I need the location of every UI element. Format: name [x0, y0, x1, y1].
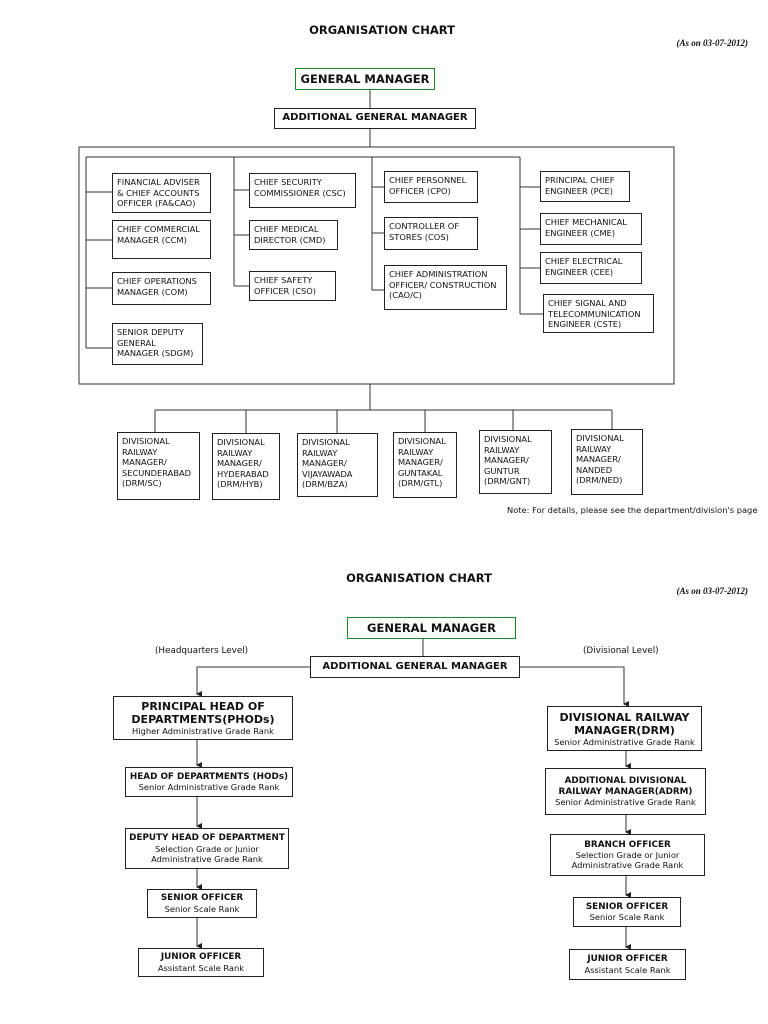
hq-level-senior-officer: SENIOR OFFICER Senior Scale Rank: [147, 889, 257, 918]
dept-box-cme: CHIEF MECHANICAL ENGINEER (CME): [540, 213, 642, 245]
hq-level-junior-officer: JUNIOR OFFICER Assistant Scale Rank: [138, 948, 264, 977]
level-rank: Senior Administrative Grade Rank: [138, 782, 280, 793]
chart1-title: ORGANISATION CHART: [309, 23, 455, 37]
additional-general-manager-box: ADDITIONAL GENERAL MANAGER: [274, 108, 476, 129]
general-manager-box-2: GENERAL MANAGER: [347, 617, 516, 639]
dept-box-cao-c: CHIEF ADMINISTRATION OFFICER/ CONSTRUCTI…: [384, 265, 507, 310]
level-title: HEAD OF DEPARTMENTS (HODs): [129, 771, 289, 782]
chart2-as-on-date: (As on 03-07-2012): [676, 586, 749, 596]
hq-level-hods: HEAD OF DEPARTMENTS (HODs) Senior Admini…: [125, 767, 293, 797]
dept-box-cee: CHIEF ELECTRICAL ENGINEER (CEE): [540, 252, 642, 284]
level-rank: Senior Administrative Grade Rank: [555, 797, 696, 807]
level-rank: Higher Administrative Grade Rank: [132, 726, 274, 736]
level-title: SENIOR OFFICER: [585, 901, 669, 912]
general-manager-box: GENERAL MANAGER: [295, 68, 435, 90]
level-rank: Senior Scale Rank: [164, 903, 240, 914]
dept-box-sdgm: SENIOR DEPUTY GENERAL MANAGER (SDGM): [112, 323, 203, 365]
dept-box-cste: CHIEF SIGNAL AND TELECOMMUNICATION ENGIN…: [543, 294, 654, 333]
hq-level-phods: PRINCIPAL HEAD OF DEPARTMENTS(PHODs) Hig…: [113, 696, 293, 740]
additional-general-manager-box-2: ADDITIONAL GENERAL MANAGER: [310, 656, 520, 678]
level-rank: Senior Scale Rank: [589, 912, 665, 923]
div-level-adrm: ADDITIONAL DIVISIONAL RAILWAY MANAGER(AD…: [545, 768, 706, 815]
dept-box-cso: CHIEF SAFETY OFFICER (CSO): [249, 271, 336, 301]
div-level-branch-officer: BRANCH OFFICER Selection Grade or Junior…: [550, 834, 705, 876]
level-rank: Selection Grade or Junior Administrative…: [151, 843, 263, 864]
level-title: JUNIOR OFFICER: [587, 954, 668, 965]
div-level-drm: DIVISIONAL RAILWAY MANAGER(DRM) Senior A…: [547, 706, 702, 751]
level-rank: Senior Administrative Grade Rank: [554, 736, 695, 747]
dept-box-csc: CHIEF SECURITY COMMISSIONER (CSC): [249, 173, 356, 208]
level-title: SENIOR OFFICER: [160, 893, 244, 904]
level-rank: Assistant Scale Rank: [157, 962, 245, 973]
div-level-junior-officer: JUNIOR OFFICER Assistant Scale Rank: [569, 949, 686, 980]
division-box-hyderabad: DIVISIONAL RAILWAY MANAGER/ HYDERABAD (D…: [212, 433, 280, 500]
level-title: ADDITIONAL DIVISIONAL RAILWAY MANAGER(AD…: [558, 776, 693, 797]
level-title: DEPUTY HEAD OF DEPARTMENT: [129, 833, 285, 844]
details-note: Note: For details, please see the depart…: [507, 505, 758, 515]
division-box-secunderabad: DIVISIONAL RAILWAY MANAGER/ SECUNDERABAD…: [117, 432, 200, 500]
division-box-nanded: DIVISIONAL RAILWAY MANAGER/ NANDED (DRM/…: [571, 429, 643, 495]
dept-box-pce: PRINCIPAL CHIEF ENGINEER (PCE): [540, 171, 630, 202]
div-level-senior-officer: SENIOR OFFICER Senior Scale Rank: [573, 897, 681, 927]
level-title: DIVISIONAL RAILWAY MANAGER(DRM): [559, 710, 690, 737]
dept-box-cmd: CHIEF MEDICAL DIRECTOR (CMD): [249, 220, 338, 250]
level-title: PRINCIPAL HEAD OF DEPARTMENTS(PHODs): [131, 700, 275, 726]
dept-box-cos: CONTROLLER OF STORES (COS): [384, 217, 478, 250]
division-box-vijayawada: DIVISIONAL RAILWAY MANAGER/ VIJAYAWADA (…: [297, 433, 378, 497]
division-box-guntur: DIVISIONAL RAILWAY MANAGER/ GUNTUR (DRM/…: [479, 430, 552, 494]
headquarters-level-label: (Headquarters Level): [155, 646, 249, 656]
level-title: BRANCH OFFICER: [584, 839, 671, 850]
level-rank: Assistant Scale Rank: [584, 964, 671, 975]
dept-box-cpo: CHIEF PERSONNEL OFFICER (CPO): [384, 171, 478, 203]
divisional-level-label: (Divisional Level): [583, 646, 659, 656]
dept-box-fa-cao: FINANCIAL ADVISER & CHIEF ACCOUNTS OFFIC…: [112, 173, 211, 213]
chart2-title: ORGANISATION CHART: [346, 571, 492, 585]
hq-level-deputy-hod: DEPUTY HEAD OF DEPARTMENT Selection Grad…: [125, 828, 289, 869]
chart1-as-on-date: (As on 03-07-2012): [676, 38, 749, 48]
level-rank: Selection Grade or Junior Administrative…: [571, 850, 684, 871]
dept-box-ccm: CHIEF COMMERCIAL MANAGER (CCM): [112, 220, 211, 259]
dept-box-com: CHIEF OPERATIONS MANAGER (COM): [112, 272, 211, 305]
level-title: JUNIOR OFFICER: [160, 952, 242, 963]
division-box-guntakal: DIVISIONAL RAILWAY MANAGER/ GUNTAKAL (DR…: [393, 432, 457, 498]
